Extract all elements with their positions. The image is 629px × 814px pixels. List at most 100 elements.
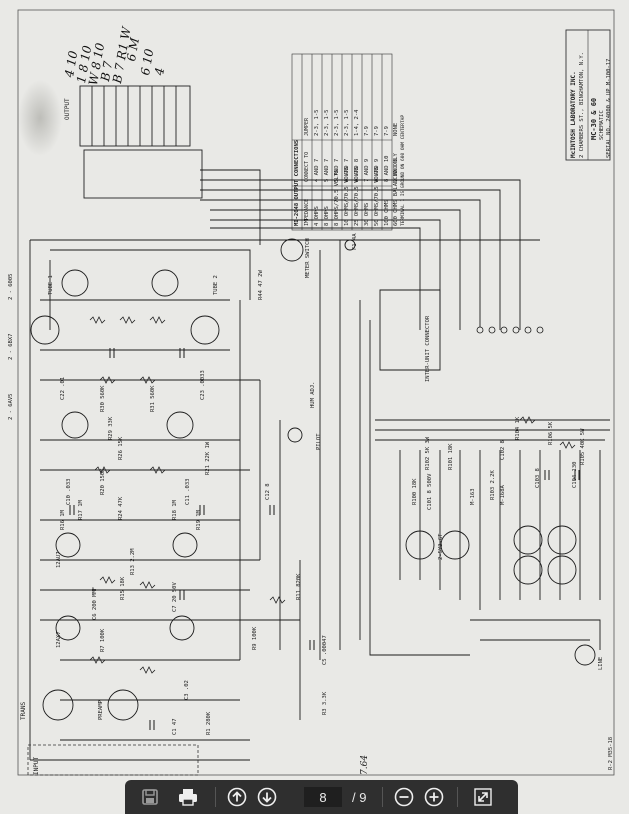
- choke-label: M-163: [470, 488, 476, 505]
- tube-12au7-label: 12AU7: [56, 551, 62, 568]
- r16-label: R16 1M: [60, 510, 66, 530]
- pilot-label: PILOT: [316, 433, 322, 450]
- power-transformer-label: M-168A: [500, 485, 506, 505]
- tube2-label: TUBE 2: [213, 275, 219, 295]
- table-cell: 2-3, 1-5: [344, 109, 350, 137]
- line-label: LINE: [598, 656, 604, 670]
- preamp-label: PREAMP: [98, 700, 104, 720]
- c101-label: C101 8 500V: [427, 473, 433, 510]
- r7-label: R7 100K: [100, 628, 106, 652]
- r17-label: R17 1M: [78, 500, 84, 520]
- table-cell: 7-9: [374, 126, 380, 136]
- rectifier-label: 2-5Y3-GT: [438, 533, 444, 561]
- resistors: [89, 316, 576, 674]
- table-cell: 30 OHMS: [364, 202, 370, 226]
- r26-label: R26 15K: [118, 436, 124, 460]
- table-cell: 2-3, 1-5: [314, 109, 320, 137]
- arrow-up-icon: [227, 787, 247, 807]
- c1-label: C1 47: [172, 718, 178, 735]
- arrow-down-icon: [257, 787, 277, 807]
- save-icon: [142, 789, 158, 805]
- c102-label: C102 8: [500, 440, 506, 460]
- toolbar-divider: [457, 787, 459, 807]
- side-code: R-2 M35-18: [608, 736, 614, 770]
- table-header-jumper: JUMPER: [304, 117, 310, 136]
- printer-icon: [179, 789, 197, 806]
- c7-label: C7 20 50V: [172, 582, 178, 612]
- r20-label: R20 150K: [100, 468, 106, 496]
- c104-label: C104 130: [572, 461, 578, 489]
- r44-label: R44 47 2W: [258, 270, 264, 300]
- wiring: [29, 169, 610, 761]
- inter-unit-connector-label: INTER-UNIT CONNECTOR: [425, 315, 431, 382]
- c23-label: C23 .0033: [200, 370, 206, 400]
- table-cell: 4 OHMS: [314, 206, 320, 226]
- table-cell: 5 AND 7: [324, 158, 330, 182]
- handwritten-stamp: 7.64: [360, 754, 370, 775]
- r1-label: R1 280K: [206, 711, 212, 735]
- save-button[interactable]: [137, 784, 163, 810]
- tube-6bx7-label: 2 - 6BX7: [8, 333, 14, 361]
- table-cell: 4 AND 7: [314, 158, 320, 182]
- trans-label: TRANS: [20, 701, 27, 720]
- table-cell: 2 AND 3: [393, 158, 399, 182]
- page-number-input[interactable]: [304, 787, 342, 807]
- tube-6005-label: 2 - 6005: [8, 273, 14, 301]
- table-cell: 7 AND 9: [364, 158, 370, 182]
- c103-label: C103 8: [535, 468, 541, 488]
- c5-label: C5 .00047: [322, 635, 328, 665]
- r18-label: R18 1M: [172, 500, 178, 520]
- zoom-in-button[interactable]: [421, 784, 447, 810]
- schematic-subtitle: SCHEMATIC: [599, 110, 605, 140]
- table-cell: 7-9: [384, 126, 390, 136]
- r3-label: R3 3.3K: [322, 691, 328, 715]
- fit-page-icon: [474, 788, 493, 806]
- table-note: TERMINAL 1 IS GROUND ON 600 OHM CENTERTA…: [401, 114, 406, 226]
- table-cell: 2-3, 1-5: [334, 109, 340, 137]
- tube-6av5-label: 2 - 6AV5: [8, 393, 14, 421]
- output-label: OUTPUT: [64, 98, 71, 120]
- zoom-out-icon: [395, 787, 414, 807]
- r21-label: R21 22K 1W: [205, 441, 211, 475]
- print-button[interactable]: [175, 784, 201, 810]
- r30-label: R30 560K: [100, 385, 106, 413]
- table-cell: 2-3, 1-5: [324, 109, 330, 137]
- tube1-label: TUBE 1: [48, 275, 54, 295]
- r104-label: R104 1K: [515, 416, 521, 440]
- table-title: MI-2048 OUTPUT CONNECTIONS: [294, 139, 300, 226]
- r101-label: R101 18K: [448, 443, 454, 471]
- zoom-out-button[interactable]: [391, 784, 417, 810]
- r105-label: R105 40K 5W: [580, 428, 586, 465]
- previous-page-button[interactable]: [224, 784, 250, 810]
- c11-label: C11 .033: [185, 478, 191, 506]
- fuse-label: F1 4A: [352, 233, 358, 250]
- serial-line: SERIAL NO. 24000 & UP M-100-17: [606, 58, 612, 158]
- tube-12ax7-label: 12AX7: [56, 631, 62, 648]
- table-header-connect: CONNECT TO: [304, 151, 310, 182]
- toolbar-divider: [382, 787, 384, 807]
- table-cell: 8 OHMS: [324, 206, 330, 226]
- table-cell: 7-9: [364, 126, 370, 136]
- company-name: McINTOSH LABORATORY INC.: [570, 71, 577, 158]
- next-page-button[interactable]: [254, 784, 280, 810]
- paper-stain: [18, 80, 62, 156]
- model-title: MC-30 & 60: [590, 97, 598, 140]
- input-connector-outline: [27, 744, 199, 776]
- r31-label: R31 560K: [150, 385, 156, 413]
- inter-unit-connector-pins: [476, 326, 544, 334]
- r19-label: R19 1M: [196, 510, 202, 530]
- hum-adj-label: HUM ADJ.: [310, 381, 316, 409]
- vacuum-tubes: [30, 238, 596, 721]
- meter-switch-label: METER SWITCH: [305, 238, 311, 278]
- schematic-drawing: [17, 9, 615, 776]
- fit-to-page-button[interactable]: [470, 784, 496, 810]
- pdf-toolbar: / 9: [125, 780, 518, 814]
- r24-label: R24 47K: [118, 496, 124, 520]
- c10-label: C10 .033: [66, 478, 72, 506]
- r9-label: R9 100K: [252, 626, 258, 650]
- r11-label: R11 820K: [296, 573, 302, 601]
- r13-label: R13 2.2M: [130, 548, 136, 576]
- c12-label: C12 8: [265, 483, 271, 500]
- connections-table-grid: [291, 53, 393, 231]
